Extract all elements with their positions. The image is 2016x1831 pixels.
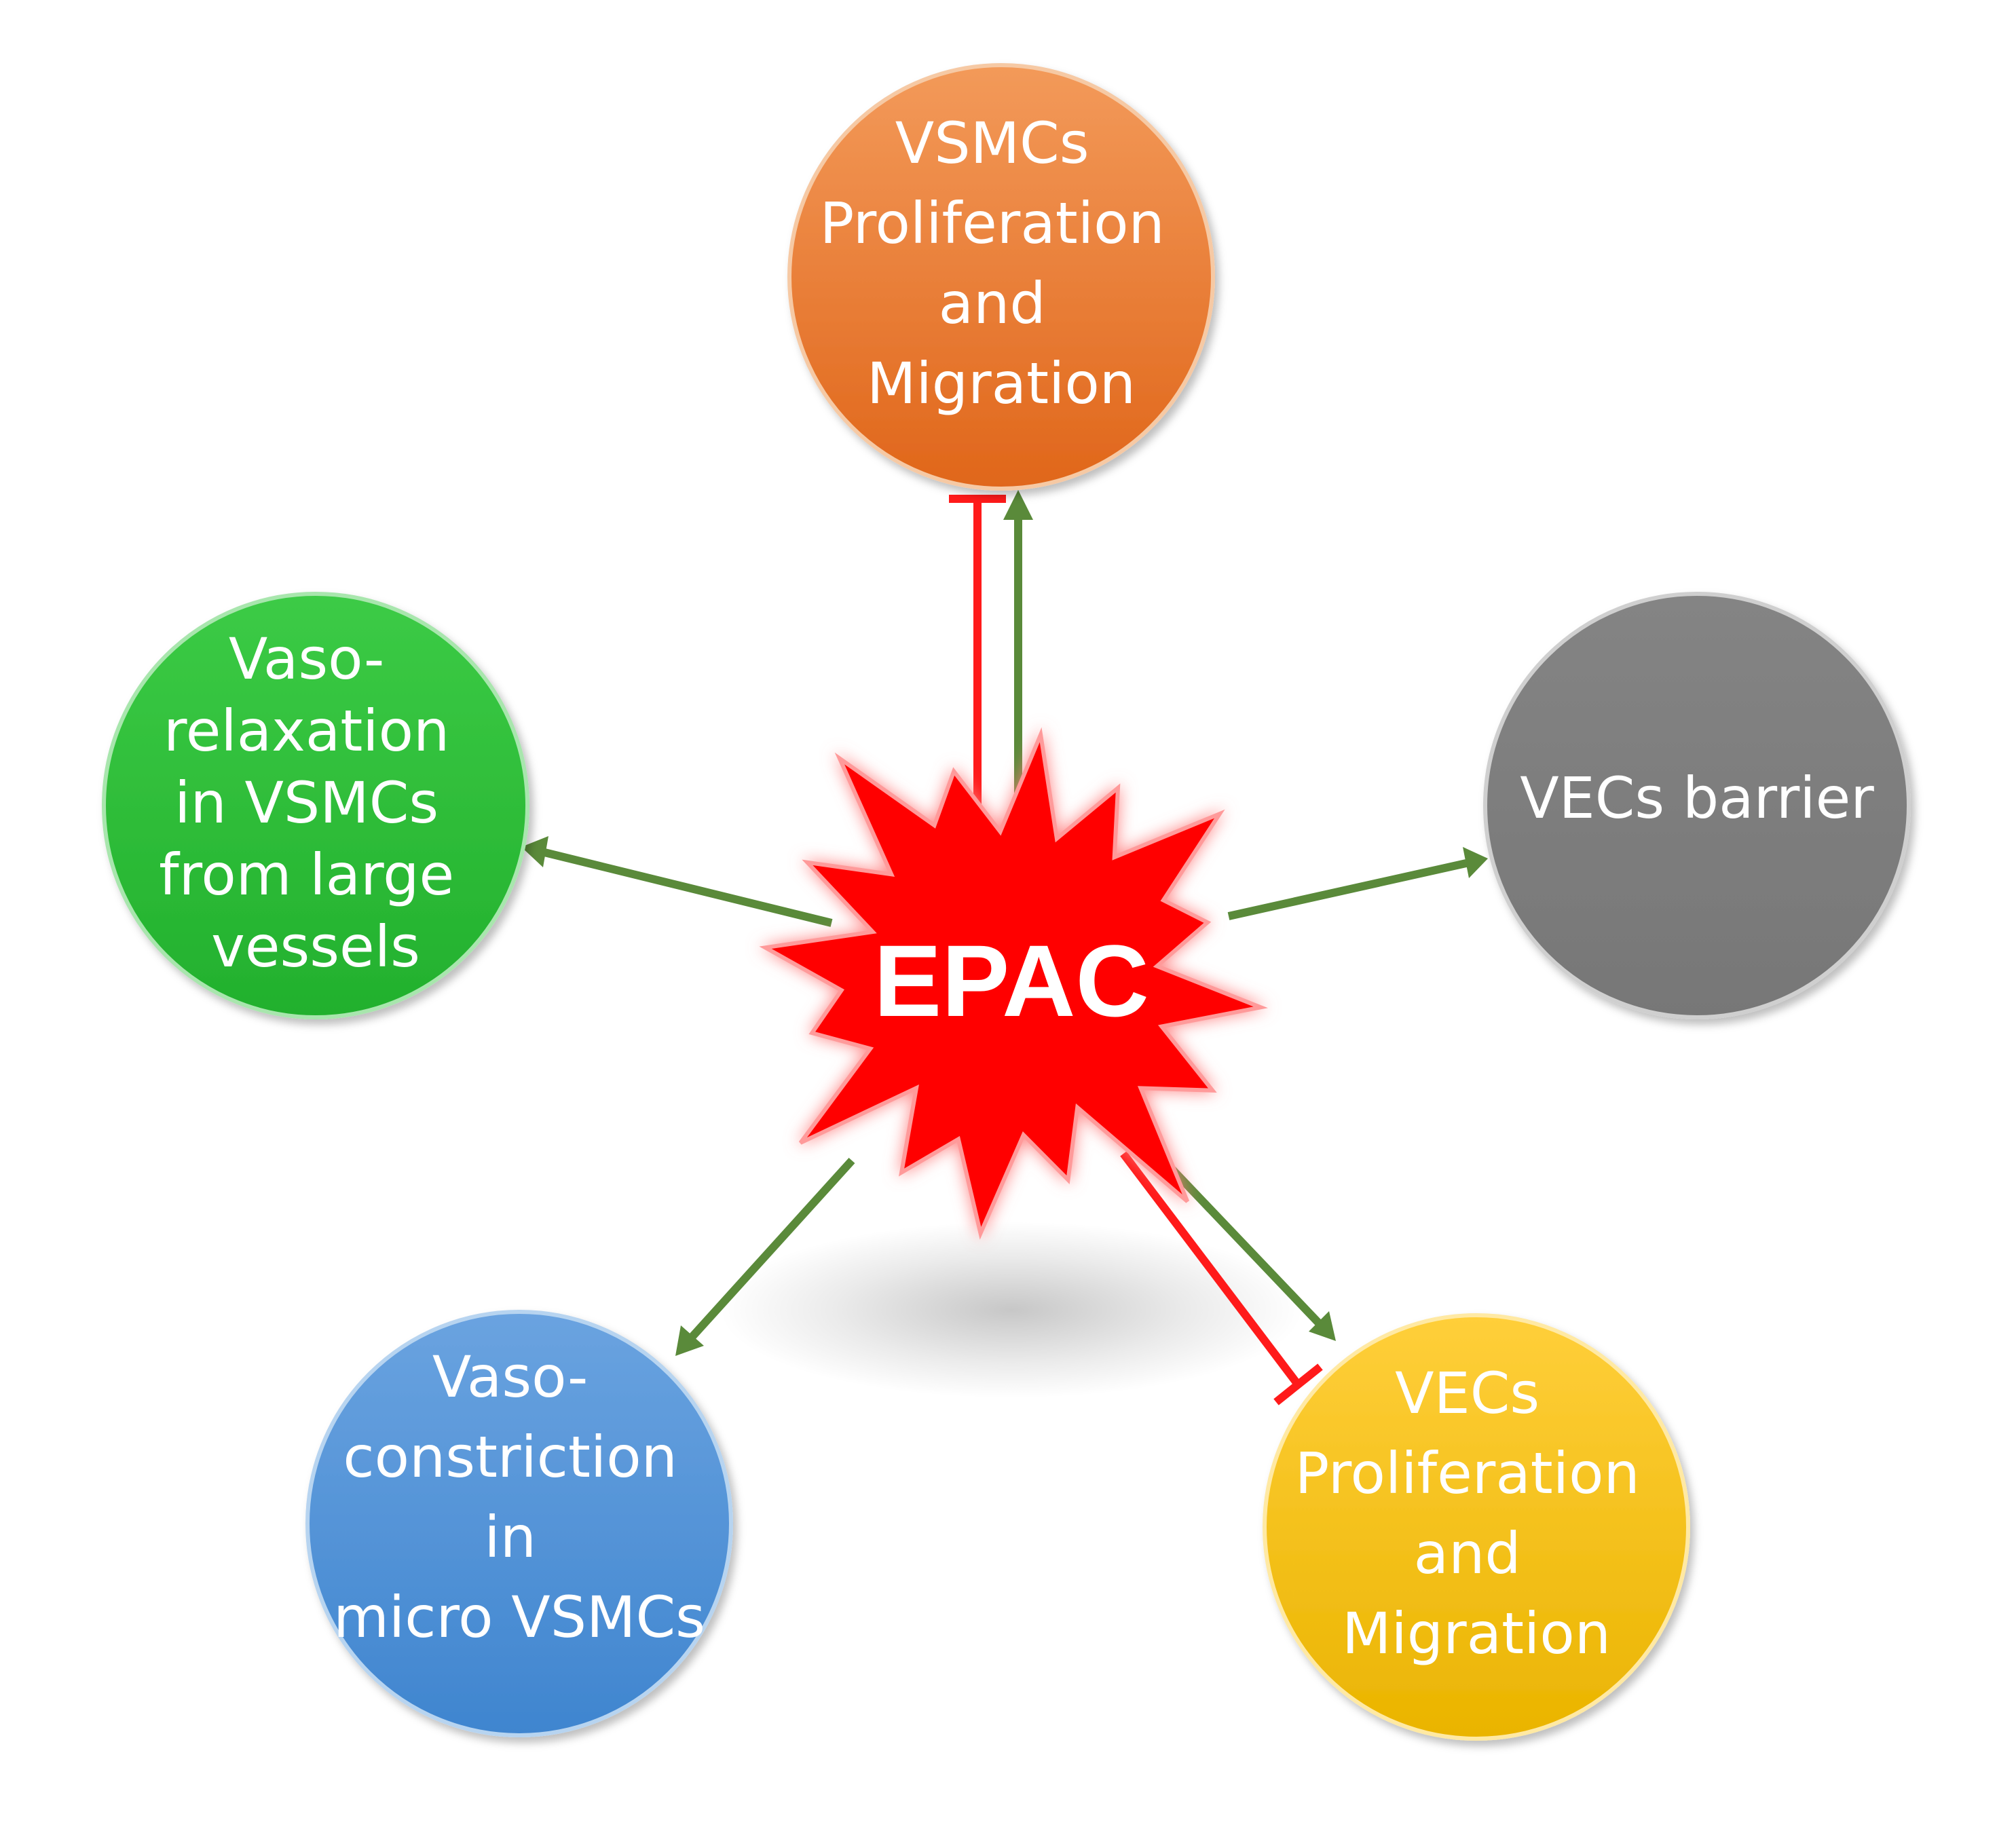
inhibition-line-bottom-right [1120, 1151, 1301, 1387]
node-line: relaxation [164, 698, 449, 764]
activation-arrowhead-left [521, 836, 548, 867]
node-line: VECs barrier [1520, 765, 1874, 831]
node-line: Proliferation [820, 190, 1165, 257]
node-line: and [939, 270, 1046, 337]
svg-text:Vaso- relaxation i: Vaso- relaxation in VSMCs from large ves… [159, 626, 472, 980]
node-circle [787, 63, 1215, 491]
node-line: Vaso- [229, 626, 384, 692]
node-circle [1483, 592, 1911, 1019]
node-line: VECs [1395, 1360, 1539, 1427]
node-line: from large [159, 842, 454, 908]
node-line: micro VSMCs [333, 1584, 705, 1650]
node-circle [102, 592, 529, 1019]
activation-arrowhead-right [1463, 847, 1488, 878]
node-line: vessels [211, 913, 420, 980]
node-line: Vaso- [432, 1344, 588, 1410]
node-vsmcs-proliferation-migration: VSMCs Proliferation and Migration [787, 63, 1215, 491]
svg-text:Vaso- constriction: Vaso- constriction in micro VSMCs [333, 1344, 705, 1650]
activation-arrowhead-bottom-right [1309, 1311, 1336, 1341]
svg-text:VECs barrier: VECs barrier [1520, 765, 1874, 831]
activation-arrowhead-top [1003, 490, 1033, 520]
node-circle [1263, 1313, 1690, 1741]
activation-line-bottom-right [1154, 1150, 1326, 1330]
activation-line-bottom-left [686, 1157, 855, 1344]
node-vecs-proliferation-migration: VECs Proliferation and Migration [1263, 1313, 1690, 1741]
node-circle [305, 1310, 733, 1737]
node-vasorelaxation-large-vessels: Vaso- relaxation in VSMCs from large ves… [102, 592, 529, 1019]
node-line: Migration [1342, 1600, 1611, 1667]
inhibition-bar-bottom-right [1273, 1363, 1323, 1405]
epac-center: EPAC [759, 727, 1268, 1240]
connectors [521, 490, 1488, 1405]
node-line: in VSMCs [174, 770, 438, 836]
node-vasoconstriction-micro-vsmcs: Vaso- constriction in micro VSMCs [305, 1310, 733, 1737]
activation-arrowhead-bottom-left [675, 1325, 704, 1356]
node-line: Migration [867, 350, 1136, 417]
node-line: Proliferation [1295, 1440, 1640, 1507]
star-shadow [720, 1222, 1303, 1398]
node-line: constriction [343, 1424, 677, 1490]
node-line: and [1414, 1520, 1521, 1587]
center-label: EPAC [874, 924, 1149, 1038]
svg-text:VSMCs Proliferation: VSMCs Proliferation and Migration [820, 110, 1183, 417]
activation-line-right [1227, 859, 1468, 920]
activation-line-left [540, 848, 833, 927]
svg-text:VECs Proliferation: VECs Proliferation and Migration [1295, 1360, 1658, 1667]
node-line: in [484, 1504, 536, 1570]
center-burst-shape [759, 727, 1268, 1240]
node-vecs-barrier: VECs barrier [1483, 592, 1911, 1019]
node-line: VSMCs [895, 110, 1089, 176]
